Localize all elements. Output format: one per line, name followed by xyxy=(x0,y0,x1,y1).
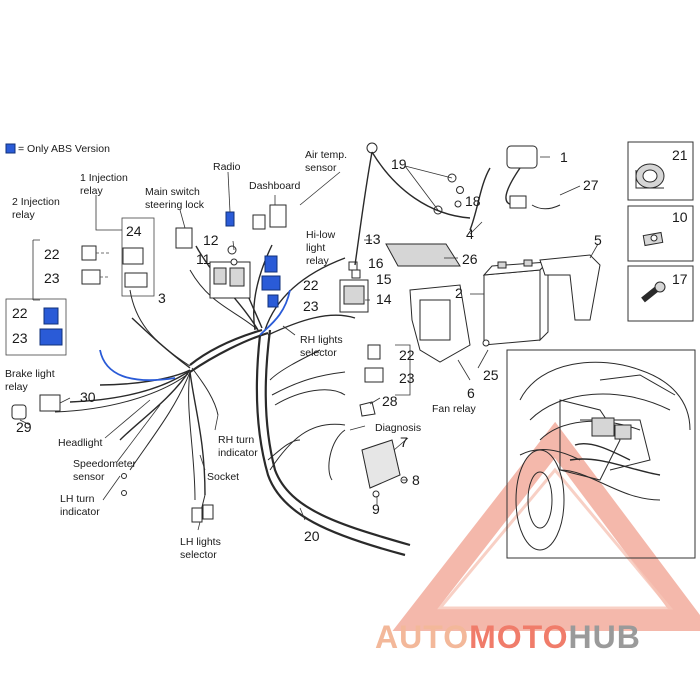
abs-wire xyxy=(99,349,176,382)
label-rh-turn-a: RH turn xyxy=(218,434,254,446)
relay-group-brake-light xyxy=(5,298,67,356)
abs-legend-swatch xyxy=(5,143,16,154)
callout-22-d: 22 xyxy=(399,347,415,363)
motorcycle-inset xyxy=(506,349,696,559)
label-brake-a: Brake light xyxy=(5,368,55,380)
label-rh-turn-b: indicator xyxy=(218,447,258,459)
label-speedo-b: sensor xyxy=(73,471,105,483)
callout-16: 16 xyxy=(368,255,384,271)
label-air-temp-1: Air temp. xyxy=(305,149,347,161)
watermark-auto: AUTO xyxy=(375,619,469,655)
callout-12: 12 xyxy=(203,232,219,248)
watermark-moto: MOTO xyxy=(469,619,568,655)
relay-group-2-injection xyxy=(32,239,110,301)
label-socket: Socket xyxy=(207,471,239,483)
callout-11: 11 xyxy=(196,251,211,267)
watermark-hub: HUB xyxy=(568,619,640,655)
callout-9: 9 xyxy=(372,501,380,517)
watermark-wordmark: AUTOMOTOHUB xyxy=(375,619,641,655)
label-radio: Radio xyxy=(213,161,241,173)
label-air-temp-2: sensor xyxy=(305,162,337,174)
callout-30: 30 xyxy=(80,389,96,405)
callout-22-b: 22 xyxy=(12,305,28,321)
label-speedo-a: Speedometer xyxy=(73,458,137,470)
callout-29: 29 xyxy=(16,419,32,435)
label-diagnosis: Diagnosis xyxy=(375,422,421,434)
inset-10 xyxy=(627,205,694,262)
callout-25: 25 xyxy=(483,367,499,383)
callout-23-d: 23 xyxy=(399,370,415,386)
callout-22-a: 22 xyxy=(44,246,60,262)
label-rh-lights-a: RH lights xyxy=(300,334,343,346)
relay-group-fan xyxy=(364,344,411,396)
callout-7: 7 xyxy=(400,434,408,450)
callout-10: 10 xyxy=(672,209,688,225)
callout-15: 15 xyxy=(376,271,392,287)
label-lh-lights-b: selector xyxy=(180,549,217,561)
label-main-switch-b: steering lock xyxy=(145,199,205,211)
inset-17 xyxy=(627,265,694,322)
label-brake-b: relay xyxy=(5,381,29,393)
label-lh-turn-b: indicator xyxy=(60,506,100,518)
callout-23-b: 23 xyxy=(12,330,28,346)
callout-14: 14 xyxy=(376,291,392,307)
relay-group-hi-low xyxy=(261,255,281,308)
label-main-switch-a: Main switch xyxy=(145,186,200,198)
callout-26: 26 xyxy=(462,251,478,267)
label-1-injection-a: 1 Injection xyxy=(80,172,128,184)
callout-8: 8 xyxy=(412,472,420,488)
callout-1: 1 xyxy=(560,149,568,165)
label-1-injection-b: relay xyxy=(80,185,104,197)
label-rh-lights-b: selector xyxy=(300,347,337,359)
leader-lines xyxy=(19,156,599,531)
label-lh-lights-a: LH lights xyxy=(180,536,221,548)
label-headlight: Headlight xyxy=(58,437,102,449)
callout-19: 19 xyxy=(391,156,407,172)
label-2-injection-b: relay xyxy=(12,209,36,221)
callout-28: 28 xyxy=(382,393,398,409)
inset-21 xyxy=(627,141,694,201)
callout-23-a: 23 xyxy=(44,270,60,286)
abs-wire-2 xyxy=(259,289,291,336)
callout-24: 24 xyxy=(126,223,142,239)
callout-5: 5 xyxy=(594,232,602,248)
callout-17: 17 xyxy=(672,271,688,287)
label-hilow-a: Hi-low xyxy=(306,229,336,241)
watermark-triangle xyxy=(392,421,700,631)
callout-27: 27 xyxy=(583,177,599,193)
label-hilow-c: relay xyxy=(306,255,330,267)
label-lh-turn-a: LH turn xyxy=(60,493,95,505)
label-2-injection-a: 2 Injection xyxy=(12,196,60,208)
relay-group-1-injection xyxy=(121,217,155,297)
callout-2: 2 xyxy=(455,285,463,301)
callout-3: 3 xyxy=(158,290,166,306)
callout-23-c: 23 xyxy=(303,298,319,314)
callout-13: 13 xyxy=(365,231,381,247)
label-dashboard: Dashboard xyxy=(249,180,301,192)
callout-20: 20 xyxy=(304,528,320,544)
callout-4: 4 xyxy=(466,226,474,242)
abs-legend-text: = Only ABS Version xyxy=(18,143,110,155)
label-hilow-b: light xyxy=(306,242,325,254)
label-fan-relay: Fan relay xyxy=(432,403,477,415)
callout-6: 6 xyxy=(467,385,475,401)
component-parts xyxy=(11,142,601,523)
callout-21: 21 xyxy=(672,147,688,163)
callout-22-c: 22 xyxy=(303,277,319,293)
callout-18: 18 xyxy=(465,193,481,209)
